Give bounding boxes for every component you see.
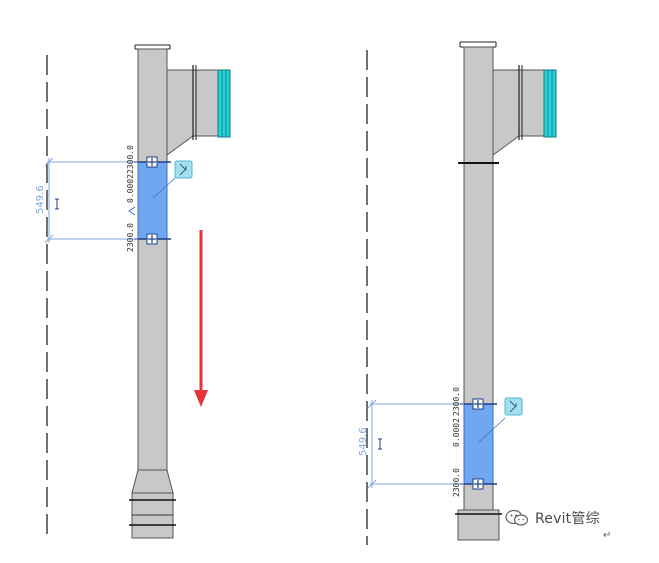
temporary-dimension[interactable]: 549.6 — [358, 399, 464, 489]
endpoint-grip-bottom[interactable] — [134, 233, 171, 245]
dimension-value[interactable]: 549.6 — [358, 427, 369, 456]
selected-duct-segment[interactable] — [463, 403, 494, 485]
selected-segment-diagonal — [152, 177, 176, 199]
elevation-middle-label: 0.0002 — [126, 174, 135, 203]
duct-flange-cyan[interactable] — [543, 69, 557, 138]
move-down-arrow — [194, 230, 208, 407]
duct-branch-transition[interactable] — [166, 69, 194, 156]
slope-marker-icon — [128, 206, 136, 216]
elevation-middle-label: 0.0002 — [452, 418, 461, 447]
left-view: 549.6 2300.0 0.0002 2300.0 — [35, 44, 231, 540]
flip-direction-icon[interactable] — [174, 160, 193, 179]
duct-bottom-fitting[interactable] — [455, 509, 502, 541]
flip-direction-icon[interactable] — [504, 397, 523, 416]
dimension-lock-icon[interactable] — [378, 438, 382, 450]
watermark: Revit管综 — [505, 506, 615, 530]
paragraph-return-icon: ↵ — [603, 530, 612, 541]
duct-top-cap — [134, 44, 171, 50]
dimension-value[interactable]: 549.6 — [35, 185, 46, 214]
elevation-bottom-label: 2300.0 — [452, 468, 461, 497]
temporary-dimension[interactable]: 549.6 — [35, 157, 138, 244]
selected-duct-segment[interactable] — [137, 161, 168, 240]
elevation-bottom-label: 2300.0 — [126, 223, 135, 252]
duct-branch[interactable] — [518, 69, 545, 137]
endpoint-grip-bottom[interactable] — [460, 478, 497, 490]
selected-segment-diagonal — [478, 417, 506, 443]
duct-bottom-fitting[interactable] — [129, 469, 176, 539]
elevation-top-label: 2300.0 — [452, 387, 461, 416]
duct-branch-transition[interactable] — [492, 69, 520, 156]
right-view: 549.6 2300.0 0.0002 2300.0 — [358, 41, 557, 545]
endpoint-grip-top[interactable] — [134, 156, 171, 168]
wechat-icon — [505, 509, 529, 526]
watermark-text: Revit管综 — [535, 511, 600, 527]
elevation-top-label: 2300.0 — [126, 145, 135, 174]
vertical-duct[interactable] — [137, 48, 168, 498]
duct-flange-cyan[interactable] — [217, 69, 231, 138]
duct-top-cap — [459, 41, 497, 48]
dimension-lock-icon[interactable] — [55, 198, 59, 210]
endpoint-grip-top[interactable] — [460, 398, 497, 410]
duct-branch[interactable] — [192, 69, 219, 137]
